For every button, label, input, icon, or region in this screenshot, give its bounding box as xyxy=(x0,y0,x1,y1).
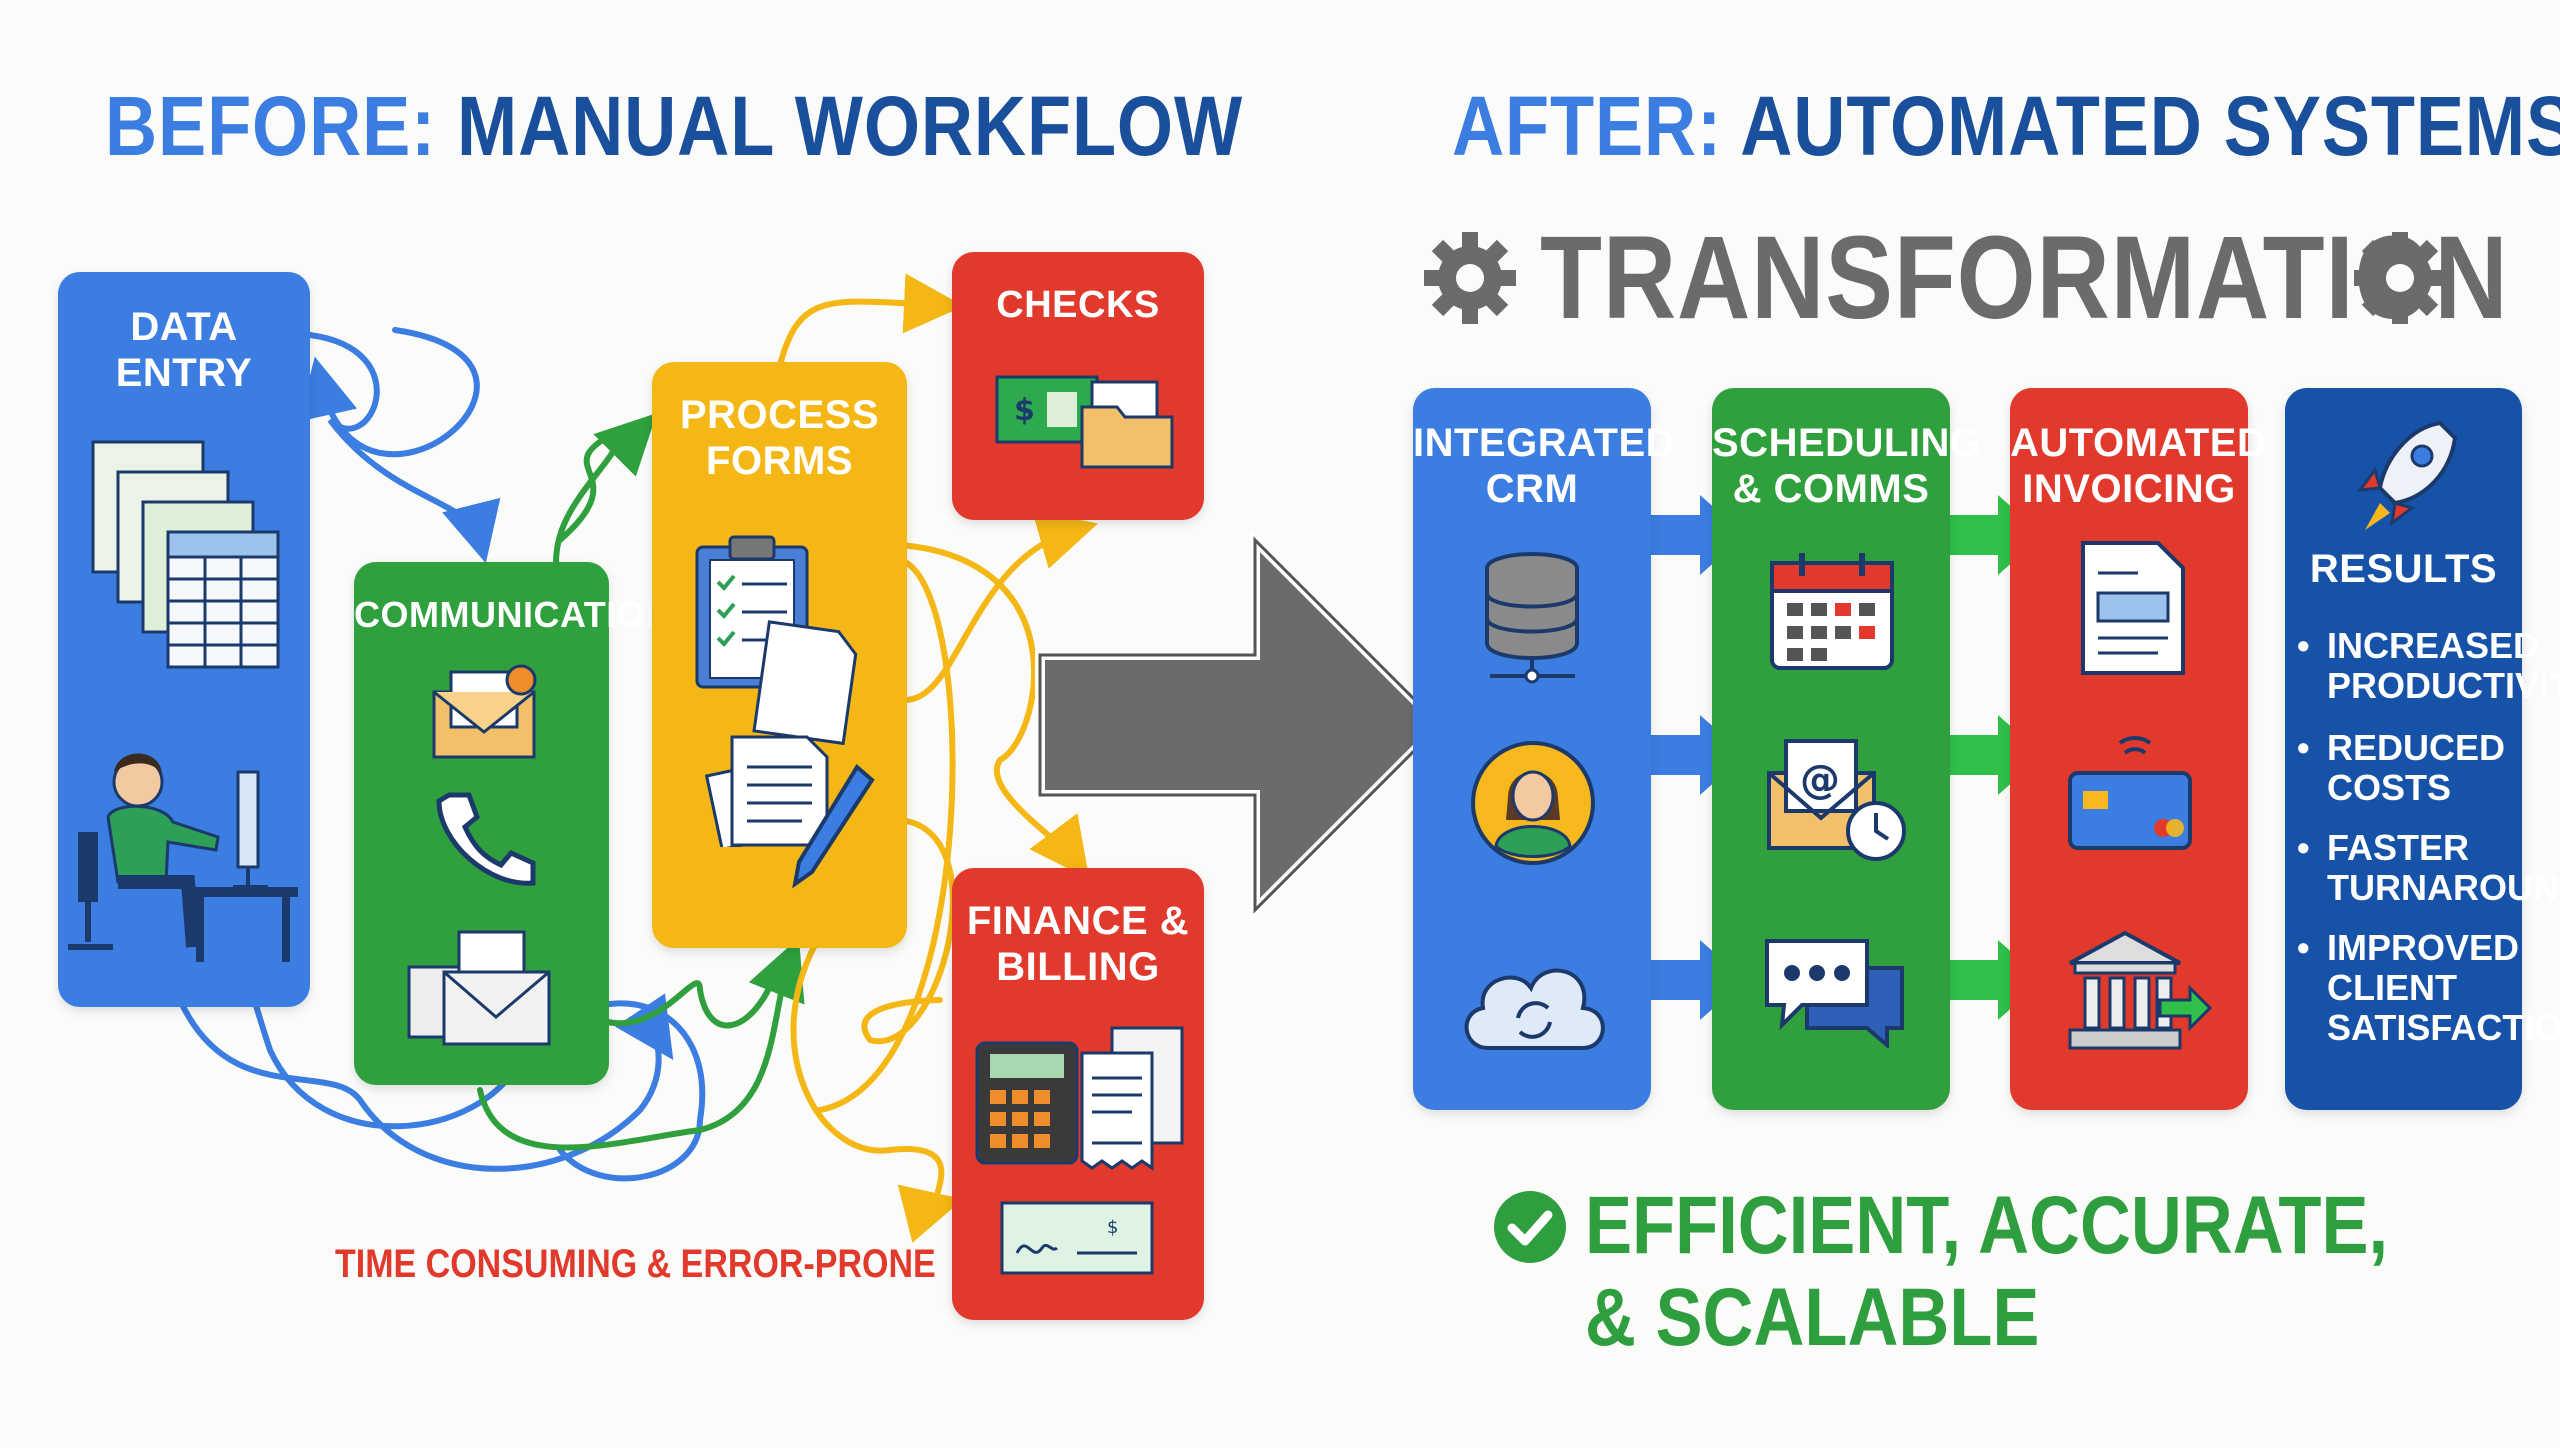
email-clock-icon: @ xyxy=(1767,739,1906,861)
invoice-icon xyxy=(2081,541,2185,675)
crm-title-1: INTEGRATED xyxy=(1413,421,1676,465)
after-prefix: AFTER: xyxy=(1452,79,1722,173)
person-at-desk-icon xyxy=(68,753,298,962)
crm-title-2: CRM xyxy=(1485,467,1579,511)
process-forms-title-1: PROCESS xyxy=(679,393,880,437)
flow-arrow xyxy=(177,993,674,1172)
cloud-sync-icon xyxy=(1464,968,1605,1050)
pen-icon xyxy=(792,763,875,889)
flow-arrow xyxy=(557,427,623,543)
outcome-line-2: & SCALABLE xyxy=(1585,1272,2040,1363)
result-item: • REDUCED COSTS xyxy=(2297,727,2506,808)
process-forms-title-2: FORMS xyxy=(706,439,853,483)
chat-icon xyxy=(1765,939,1904,1048)
flow-arrow xyxy=(307,332,501,564)
scheduling-title-2: & COMMS xyxy=(1732,467,1930,511)
transformation-arrow xyxy=(1035,527,1448,923)
results-title: RESULTS xyxy=(2309,547,2498,591)
gear-icon xyxy=(1424,232,1516,324)
integrated-crm-panel: INTEGRATED CRM xyxy=(1413,388,1676,1110)
finance-billing-panel: FINANCE & BILLING $ xyxy=(952,868,1204,1320)
flow-arrow xyxy=(777,273,964,368)
invoicing-title-2: INVOICING xyxy=(2022,467,2236,511)
calendar-icon xyxy=(1770,553,1894,670)
after-header: AFTER: AUTOMATED SYSTEMS xyxy=(1452,78,2560,175)
phone-icon xyxy=(436,792,536,886)
manual-note: TIME CONSUMING & ERROR-PRONE xyxy=(335,1242,936,1286)
cash-icon: $ xyxy=(995,375,1099,444)
flow-arrow xyxy=(477,937,805,1151)
check-icon: $ xyxy=(1000,1201,1154,1275)
scheduling-title-1: SCHEDULING xyxy=(1712,421,1982,465)
documents-icon xyxy=(704,620,858,847)
result-item: • IMPROVED CLIENT SATISFACTION xyxy=(2297,927,2560,1048)
checkmark-circle-icon xyxy=(1494,1191,1566,1263)
spreadsheet-icon xyxy=(91,440,280,669)
credit-card-icon xyxy=(2068,736,2192,850)
data-entry-title-2: ENTRY xyxy=(115,351,253,395)
user-avatar-icon xyxy=(1471,741,1595,865)
bank-icon xyxy=(2068,930,2213,1050)
flow-arrow xyxy=(597,957,783,1029)
folder-icon xyxy=(1080,380,1174,469)
envelopes-icon xyxy=(407,930,551,1046)
automated-invoicing-panel: AUTOMATED INVOICING xyxy=(2010,388,2267,1110)
data-entry-title-1: DATA xyxy=(130,305,238,349)
svg-text:$: $ xyxy=(1014,393,1035,428)
before-header: BEFORE: MANUAL WORKFLOW xyxy=(105,78,1243,175)
after-title: AUTOMATED SYSTEMS xyxy=(1740,79,2560,173)
svg-text:$: $ xyxy=(1107,1217,1118,1238)
result-item: • INCREASED PRODUCTIVITY xyxy=(2297,625,2560,706)
calculator-icon xyxy=(975,1041,1079,1165)
rocket-icon xyxy=(2356,420,2458,530)
process-forms-panel: PROCESS FORMS xyxy=(652,362,907,948)
finance-title-1: FINANCE & xyxy=(966,899,1190,943)
transformation-label: TRANSFORMATION xyxy=(1540,212,2509,344)
flow-arrow xyxy=(552,413,657,593)
database-icon xyxy=(1485,552,1579,684)
flow-arrow xyxy=(790,942,964,1243)
communication-panel: COMMUNICATION xyxy=(354,562,672,1085)
finance-title-2: BILLING xyxy=(996,945,1160,989)
communication-title: COMMUNICATION xyxy=(354,594,672,635)
email-icon xyxy=(432,664,537,759)
before-title: MANUAL WORKFLOW xyxy=(457,79,1244,173)
data-entry-panel: DATA ENTRY xyxy=(58,272,310,1007)
before-prefix: BEFORE: xyxy=(105,79,437,173)
checks-title: CHECKS xyxy=(996,284,1160,326)
svg-text:@: @ xyxy=(1800,757,1840,803)
outcome-line-1: EFFICIENT, ACCURATE, xyxy=(1585,1180,2389,1271)
result-item: • FASTER TURNAROUND xyxy=(2297,827,2560,908)
gear-icon xyxy=(2354,232,2446,324)
receipt-icon xyxy=(1080,1026,1184,1171)
checks-panel: CHECKS $ xyxy=(952,252,1204,520)
flow-arrow xyxy=(902,511,1099,703)
flow-arrow xyxy=(298,327,480,458)
scheduling-comms-panel: SCHEDULING & COMMS @ xyxy=(1712,388,1982,1110)
invoicing-title-1: AUTOMATED xyxy=(2010,421,2267,465)
outcome-text: EFFICIENT, ACCURATE, & SCALABLE xyxy=(1585,1180,2388,1364)
flow-arrow xyxy=(817,557,956,1113)
results-panel: RESULTS • INCREASED PRODUCTIVITY • REDUC… xyxy=(2285,388,2560,1110)
